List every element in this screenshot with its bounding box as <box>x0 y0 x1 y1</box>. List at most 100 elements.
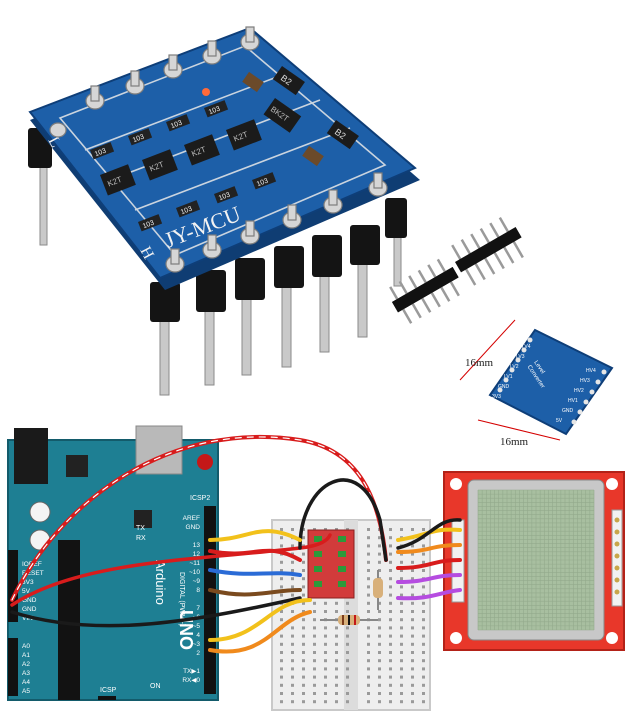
breadboard-hole <box>389 642 392 646</box>
breadboard-hole <box>280 585 283 589</box>
tx-label: TX <box>136 525 145 532</box>
breadboard-hole <box>335 642 338 646</box>
breadboard-hole <box>335 601 338 605</box>
svg-text:LV4: LV4 <box>522 344 531 350</box>
breadboard-hole <box>367 651 370 654</box>
breadboard-hole <box>367 569 370 572</box>
svg-text:8: 8 <box>196 587 200 594</box>
breadboard-hole <box>302 675 305 679</box>
mini-level-converter: Level Converter LV4 LV3 LV2 LV1 GND 3V3 … <box>459 319 614 448</box>
breadboard-hole <box>389 544 392 548</box>
breadboard-hole <box>422 667 425 671</box>
breadboard-hole <box>389 683 392 687</box>
breadboard-hole <box>389 667 392 671</box>
breadboard-hole <box>422 642 425 646</box>
breadboard-hole <box>313 659 316 663</box>
breadboard-hole <box>291 634 294 638</box>
resistor-code: 103 <box>180 206 194 217</box>
breadboard-hole <box>346 667 349 671</box>
breadboard-hole <box>411 593 414 597</box>
svg-text:HV1: HV1 <box>568 398 578 404</box>
breadboard-hole <box>291 700 294 704</box>
breadboard-hole <box>378 642 381 646</box>
jumper-wires <box>10 434 462 654</box>
breadboard-hole <box>400 651 403 654</box>
svg-text:~5: ~5 <box>193 623 201 630</box>
breadboard-hole <box>411 528 414 531</box>
breadboard-hole <box>313 667 316 671</box>
svg-text:RESET: RESET <box>22 570 44 577</box>
svg-text:13: 13 <box>193 542 201 549</box>
breadboard-hole <box>335 610 338 613</box>
breadboard-hole <box>400 569 403 572</box>
icsp-label: ICSP <box>100 687 117 694</box>
reset-button[interactable] <box>197 454 213 470</box>
dimension-width: 16mm <box>500 436 529 448</box>
svg-text:3V3: 3V3 <box>22 579 34 586</box>
breadboard-hole <box>280 610 283 613</box>
breadboard-hole <box>302 667 305 671</box>
breadboard-hole <box>411 577 414 581</box>
breadboard-hole <box>378 634 381 638</box>
breadboard-hole <box>400 642 403 646</box>
rx-label: RX <box>136 535 146 542</box>
breadboard-hole <box>411 560 414 564</box>
breadboard-hole <box>422 618 425 622</box>
breadboard-hole <box>324 683 327 687</box>
breadboard-hole <box>378 552 381 556</box>
breadboard-hole <box>389 601 392 605</box>
breadboard-hole <box>280 618 283 622</box>
breadboard-hole <box>411 659 414 663</box>
breadboard-hole <box>367 659 370 663</box>
svg-text:RX◀0: RX◀0 <box>182 677 200 684</box>
breadboard-hole <box>367 577 370 581</box>
breadboard-hole <box>400 659 403 663</box>
resistor-code: 103 <box>170 120 184 131</box>
breadboard-hole <box>291 626 294 630</box>
breadboard-hole <box>411 544 414 548</box>
board-header-blocks <box>28 128 407 322</box>
breadboard-hole <box>302 700 305 704</box>
breadboard-hole <box>346 610 349 613</box>
breadboard-hole <box>400 585 403 589</box>
breadboard-hole <box>335 692 338 695</box>
breadboard-hole <box>367 528 370 531</box>
breadboard-hole <box>367 626 370 630</box>
svg-text:3V3: 3V3 <box>492 394 501 400</box>
breadboard-hole <box>411 700 414 704</box>
breadboard-hole <box>389 610 392 613</box>
breadboard-hole <box>389 552 392 556</box>
breadboard-hole <box>280 634 283 638</box>
breadboard-hole <box>280 536 283 540</box>
breadboard-hole <box>346 634 349 638</box>
breadboard-hole <box>302 683 305 687</box>
resistor-code: 103 <box>208 106 222 117</box>
breadboard-hole <box>313 601 316 605</box>
breadboard-hole <box>324 667 327 671</box>
breadboard-hole <box>367 692 370 695</box>
svg-text:GND: GND <box>22 597 37 604</box>
breadboard-hole <box>400 618 403 622</box>
breadboard-hole <box>346 601 349 605</box>
breadboard-hole <box>411 618 414 622</box>
svg-text:~10: ~10 <box>189 569 200 576</box>
breadboard-hole <box>378 626 381 630</box>
breadboard-hole <box>335 675 338 679</box>
board-mosfets: K2T K2T K2T K2T BK2T B2 B2 <box>100 66 359 196</box>
breadboard-hole <box>302 618 305 622</box>
breadboard-hole <box>291 667 294 671</box>
breadboard-hole <box>346 651 349 654</box>
breadboard-hole <box>280 700 283 704</box>
resistor-code: 103 <box>94 148 108 159</box>
breadboard-hole <box>367 610 370 613</box>
svg-text:5V: 5V <box>556 418 563 424</box>
breadboard-hole <box>324 659 327 663</box>
breadboard-hole <box>378 700 381 704</box>
breadboard-hole <box>411 642 414 646</box>
breadboard-hole <box>389 528 392 531</box>
analog-header <box>8 638 18 696</box>
breadboard-hole <box>422 544 425 548</box>
breadboard-hole <box>378 544 381 548</box>
breadboard-hole <box>335 659 338 663</box>
